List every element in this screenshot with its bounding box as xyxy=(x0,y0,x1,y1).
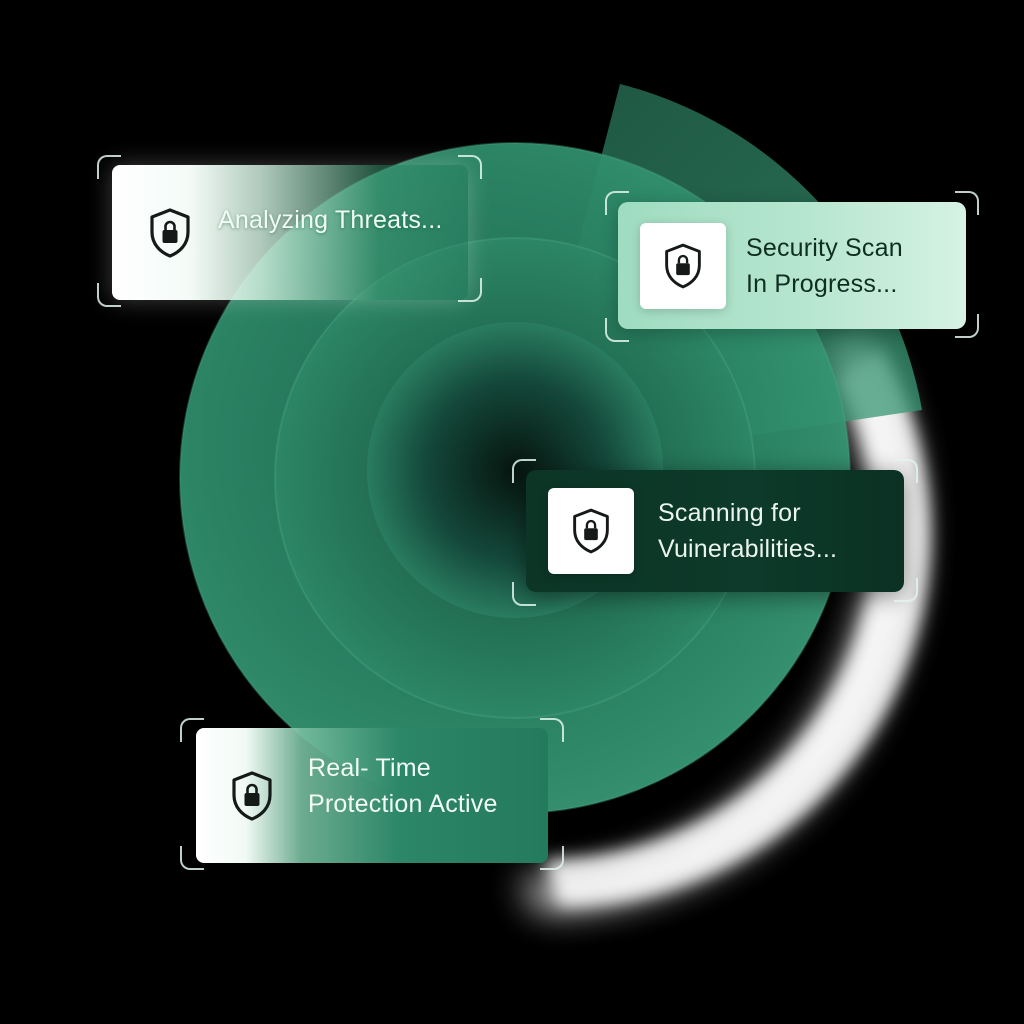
shield-lock-icon xyxy=(222,766,282,826)
frame-corner xyxy=(97,283,121,307)
frame-corner xyxy=(458,278,482,302)
status-card-text: Scanning for Vuinerabilities... xyxy=(658,495,837,567)
frame-corner xyxy=(180,718,204,742)
status-card-analyzing: Analyzing Threats... xyxy=(112,165,468,300)
frame-corner xyxy=(540,718,564,742)
status-line-1: Real- Time xyxy=(308,753,431,782)
status-card-security-scan: Security Scan In Progress... xyxy=(618,202,966,329)
status-card-realtime-protection: Real- Time Protection Active xyxy=(196,728,548,863)
frame-corner xyxy=(605,191,629,215)
status-line-2: In Progress... xyxy=(746,269,898,298)
frame-corner xyxy=(512,459,536,483)
frame-corner xyxy=(605,318,629,342)
frame-corner xyxy=(458,155,482,179)
frame-corner xyxy=(512,582,536,606)
frame-corner xyxy=(97,155,121,179)
status-card-text: Real- Time Protection Active xyxy=(308,750,498,822)
status-card-text: Security Scan In Progress... xyxy=(746,230,903,302)
status-line-1: Scanning for xyxy=(658,499,801,527)
frame-corner xyxy=(540,846,564,870)
frame-corner xyxy=(955,191,979,215)
frame-corner xyxy=(180,846,204,870)
status-card-text: Analyzing Threats... xyxy=(218,205,443,234)
shield-lock-icon xyxy=(640,222,726,309)
shield-lock-icon xyxy=(548,488,634,574)
frame-corner xyxy=(955,314,979,338)
status-line-1: Security Scan xyxy=(746,233,903,262)
shield-lock-icon xyxy=(142,205,198,261)
status-line-2: Vuinerabilities... xyxy=(658,535,838,563)
status-card-scanning: Scanning for Vuinerabilities... xyxy=(526,470,904,592)
frame-corner xyxy=(894,578,918,602)
frame-corner xyxy=(894,459,918,483)
status-line-2: Protection Active xyxy=(308,789,498,818)
